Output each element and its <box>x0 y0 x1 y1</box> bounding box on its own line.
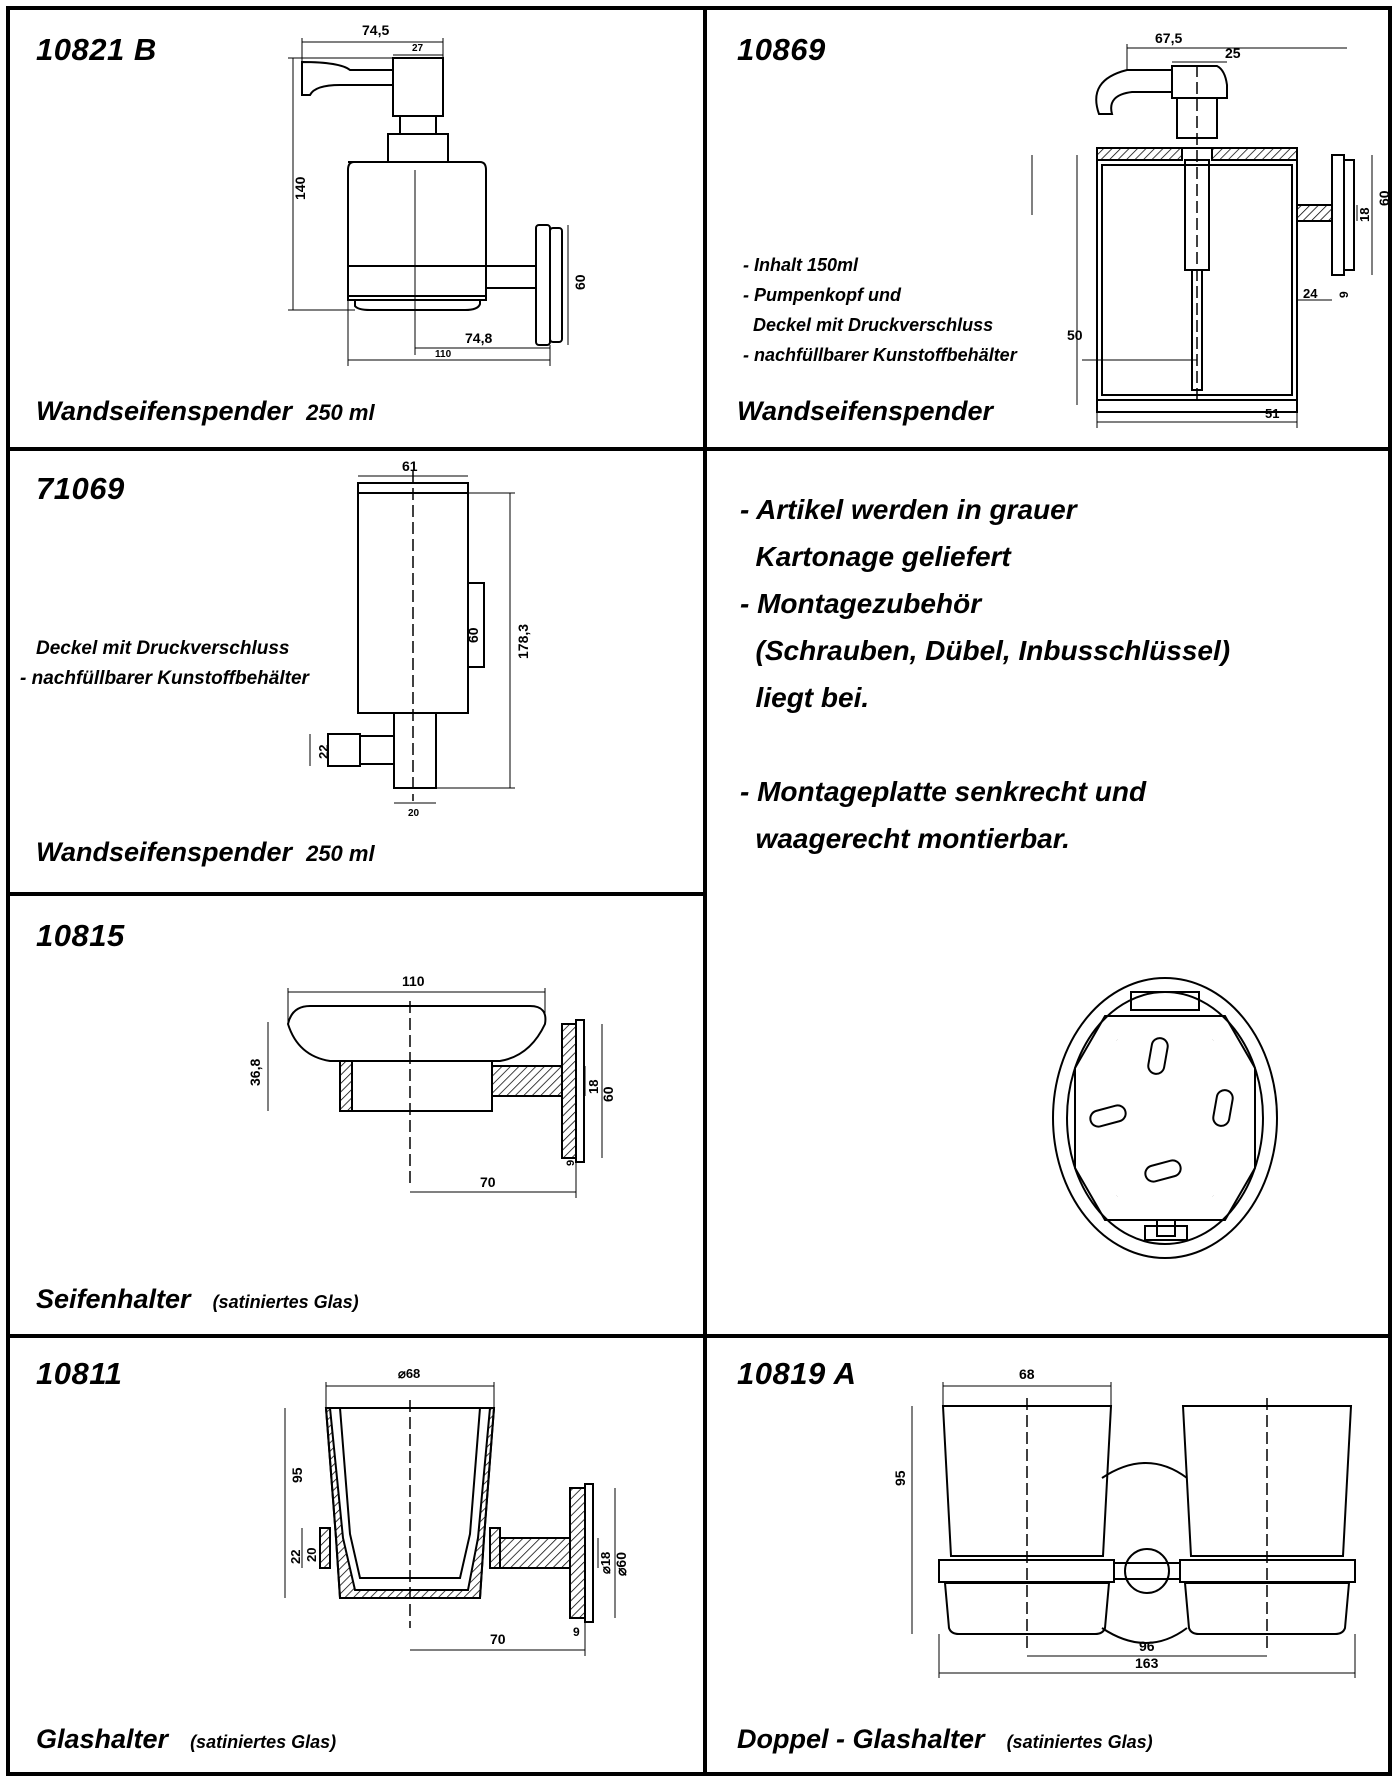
dim-22: 22 <box>316 745 331 759</box>
dim-18: 18 <box>1357 208 1372 222</box>
dim-60: 60 <box>465 627 481 643</box>
note-line: - nachfüllbarer Kunstoffbehälter <box>20 668 309 689</box>
dim-d60: ⌀60 <box>613 1552 629 1576</box>
dim-50: 50 <box>1067 327 1083 343</box>
dim-67-5: 67,5 <box>1155 30 1182 46</box>
mounting-plate-drawing <box>1052 977 1278 1259</box>
subtitle-text: (satiniertes Glas) <box>190 1732 337 1752</box>
subtitle-text: (satiniertes Glas) <box>212 1292 359 1312</box>
product-code: 10821 B <box>36 32 157 67</box>
volume-text: 250 ml <box>306 400 375 425</box>
dim-20: 20 <box>304 1548 319 1562</box>
dim-74-8: 74,8 <box>465 330 492 346</box>
product-notes: - Inhalt 150ml - Pumpenkopf und Deckel m… <box>743 250 1017 370</box>
product-title: Wandseifenspender 250 ml <box>36 837 375 868</box>
title-text: Glashalter <box>36 1724 169 1754</box>
drawing-10819a: 68 95 96 163 <box>892 1366 1356 1678</box>
info-line: - Montageplatte senkrecht und <box>740 776 1147 807</box>
product-code: 71069 <box>36 471 125 506</box>
info-line: Kartonage geliefert <box>740 541 1011 572</box>
drawing-10821b: 74,5 27 140 60 74,8 110 <box>288 22 588 366</box>
dim-110: 110 <box>402 973 425 989</box>
dim-96: 96 <box>1139 1638 1155 1654</box>
product-code: 10869 <box>737 32 826 67</box>
product-title: Wandseifenspender <box>737 396 994 426</box>
title-text: Wandseifenspender <box>36 396 293 426</box>
dim-18: 18 <box>586 1080 601 1094</box>
drawing-10815: 110 36,8 18 60 9 70 <box>247 973 616 1198</box>
product-10869: 10869 - Inhalt 150ml - Pumpenkopf und De… <box>707 10 1392 447</box>
info-notes: - Artikel werden in grauer Kartonage gel… <box>740 486 1230 862</box>
row-divider-1 <box>6 447 1392 451</box>
note-line: - Pumpenkopf und <box>743 285 901 305</box>
dim-163: 163 <box>1135 1655 1159 1671</box>
info-line: - Artikel werden in grauer <box>740 494 1077 525</box>
note-line: Deckel mit Druckverschluss <box>36 638 290 659</box>
product-code: 10815 <box>36 918 125 953</box>
product-10815: 10815 Seifenhalter (satiniertes Glas) 110… <box>10 896 703 1334</box>
dim-60: 60 <box>572 274 588 290</box>
info-line: waagerecht montierbar. <box>740 823 1070 854</box>
dim-27: 27 <box>412 43 424 54</box>
dim-178-3: 178,3 <box>515 624 531 659</box>
dim-95: 95 <box>892 1470 908 1486</box>
dim-74-5: 74,5 <box>362 22 389 38</box>
product-code: 10811 <box>36 1356 123 1391</box>
product-notes: Deckel mit Druckverschluss - nachfüllbar… <box>20 634 309 694</box>
dim-61: 61 <box>402 458 418 474</box>
dim-140: 140 <box>292 176 308 200</box>
dim-60: 60 <box>600 1086 616 1102</box>
dim-51: 51 <box>1265 406 1279 421</box>
dim-70: 70 <box>490 1631 506 1647</box>
product-code: 10819 A <box>737 1356 857 1391</box>
info-line <box>740 721 1230 768</box>
row-divider-3 <box>6 1334 1392 1338</box>
drawing-10869: 67,5 25 60 18 9 24 50 51 <box>1031 30 1392 428</box>
product-title: Doppel - Glashalter (satiniertes Glas) <box>737 1724 1153 1755</box>
dim-68: 68 <box>1019 1366 1035 1382</box>
dim-70: 70 <box>480 1174 496 1190</box>
product-10821b: 10821 B Wandseifenspender 250 ml 74,5 27 … <box>10 10 703 447</box>
note-line: - nachfüllbarer Kunstoffbehälter <box>743 345 1017 365</box>
product-title: Seifenhalter (satiniertes Glas) <box>36 1284 359 1315</box>
row-divider-2 <box>6 892 706 896</box>
product-10819a: 10819 A Doppel - Glashalter (satiniertes … <box>707 1338 1392 1776</box>
dim-9: 9 <box>573 1625 580 1639</box>
dim-110: 110 <box>435 349 452 360</box>
title-text: Wandseifenspender <box>36 837 293 867</box>
product-71069: 71069 Deckel mit Druckverschluss - nachf… <box>10 451 703 892</box>
product-10811: 10811 Glashalter (satiniertes Glas) ⌀68 9… <box>10 1338 703 1776</box>
sheet-frame <box>6 6 1392 1776</box>
info-line: liegt bei. <box>740 682 870 713</box>
info-line: - Montagezubehör <box>740 588 982 619</box>
title-text: Doppel - Glashalter <box>737 1724 985 1754</box>
dim-20: 20 <box>408 808 420 819</box>
dim-95: 95 <box>289 1467 305 1483</box>
dim-22: 22 <box>288 1550 303 1564</box>
product-title: Wandseifenspender 250 ml <box>36 396 375 427</box>
subtitle-text: (satiniertes Glas) <box>1006 1732 1153 1752</box>
product-title: Glashalter (satiniertes Glas) <box>36 1724 336 1755</box>
volume-text: 250 ml <box>306 841 375 866</box>
dim-9: 9 <box>565 1160 577 1166</box>
drawing-71069: 61 60 178,3 22 20 <box>309 458 531 819</box>
dim-9: 9 <box>1337 291 1351 298</box>
dim-60: 60 <box>1376 190 1392 206</box>
dim-25: 25 <box>1225 45 1241 61</box>
title-text: Seifenhalter <box>36 1284 191 1314</box>
dim-d68: ⌀68 <box>398 1366 420 1381</box>
dim-d18: ⌀18 <box>598 1552 613 1574</box>
note-line: Deckel mit Druckverschluss <box>743 315 994 335</box>
note-line: - Inhalt 150ml <box>743 255 859 275</box>
dim-24: 24 <box>1303 286 1318 301</box>
column-divider <box>703 6 707 1776</box>
dim-36-8: 36,8 <box>247 1059 263 1086</box>
info-line: (Schrauben, Dübel, Inbusschlüssel) <box>740 635 1231 666</box>
drawing-10811: ⌀68 95 22 20 ⌀18 ⌀60 9 70 <box>284 1366 629 1656</box>
